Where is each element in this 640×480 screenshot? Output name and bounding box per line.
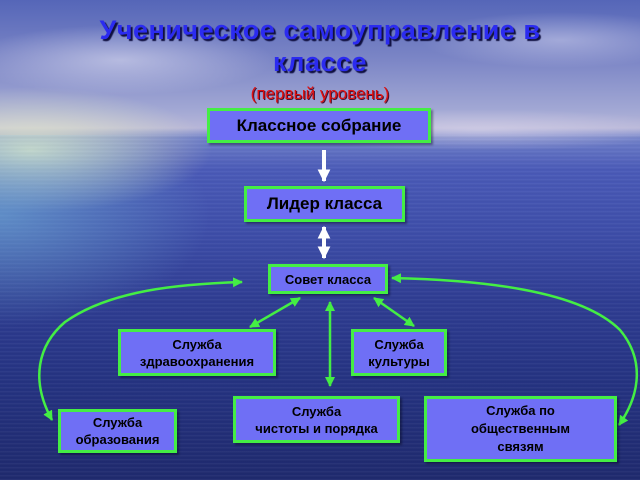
- node-label-line1: Служба: [172, 336, 222, 352]
- slide-title-line1: Ученическое самоуправление в: [99, 15, 541, 45]
- node-class-meeting: Классное собрание: [207, 108, 431, 143]
- node-label-line1: Служба: [291, 403, 342, 419]
- node-education-service: Служба образования: [58, 409, 177, 453]
- node-label-line2: образования: [75, 432, 160, 447]
- node-label-line2: чистоты и порядка: [255, 420, 378, 436]
- node-health-service: Служба здравоохранения: [118, 329, 276, 376]
- node-label: Классное собрание: [236, 115, 402, 135]
- node-label-line2: общественным: [470, 421, 571, 436]
- node-class-leader: Лидер класса: [244, 186, 405, 222]
- node-label: Лидер класса: [266, 194, 383, 213]
- node-culture-service: Служба культуры: [351, 329, 447, 376]
- slide-subtitle: (первый уровень): [250, 84, 390, 103]
- node-label-line1: Служба: [374, 336, 424, 352]
- node-label-line1: Служба: [92, 415, 143, 430]
- node-class-council: Совет класса: [268, 264, 388, 294]
- node-public-relations-service: Служба по общественным связям: [424, 396, 617, 462]
- node-label-line2: культуры: [368, 353, 430, 369]
- node-label: Совет класса: [284, 271, 372, 287]
- node-label-line2: здравоохранения: [139, 353, 255, 369]
- slide-title-line2: классе: [272, 47, 368, 77]
- node-cleanliness-service: Служба чистоты и порядка: [233, 396, 400, 443]
- node-label-line3: связям: [497, 439, 544, 454]
- node-label-line1: Служба по: [486, 403, 555, 418]
